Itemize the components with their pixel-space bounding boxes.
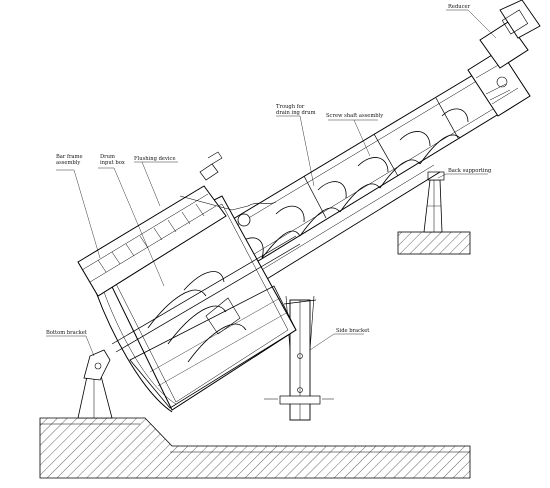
label-back-support: Back supporting xyxy=(448,168,492,174)
back-support-pier xyxy=(397,171,471,255)
label-reducer: Reducer xyxy=(448,4,471,10)
label-bar-frame-line2: assembly xyxy=(56,160,80,166)
leader-lines xyxy=(46,9,497,357)
bottom-bracket xyxy=(77,349,113,419)
label-drum-input: Drum input box xyxy=(100,154,125,166)
label-trough-line1: Trough for xyxy=(276,104,305,110)
label-bar-frame-line1: Bar frame xyxy=(56,154,83,160)
label-side-bracket: Side bracket xyxy=(336,328,370,334)
labels: Reducer Trough for drain ing drum Screw … xyxy=(46,4,492,336)
label-drum-input-line1: Drum xyxy=(100,154,115,160)
label-bar-frame: Bar frame assembly xyxy=(56,154,84,166)
reducer-motor xyxy=(467,0,541,117)
ground-foundation xyxy=(39,417,471,479)
label-bottom-bracket: Bottom bracket xyxy=(46,330,88,336)
label-screw-shaft: Screw shaft assembly xyxy=(326,113,383,119)
label-trough: Trough for drain ing drum xyxy=(276,104,316,116)
label-drum-input-line2: input box xyxy=(100,160,125,166)
bar-frame-assembly xyxy=(77,151,277,297)
label-trough-line2: drain ing drum xyxy=(276,110,316,116)
label-flushing: Flushing device xyxy=(134,156,176,162)
